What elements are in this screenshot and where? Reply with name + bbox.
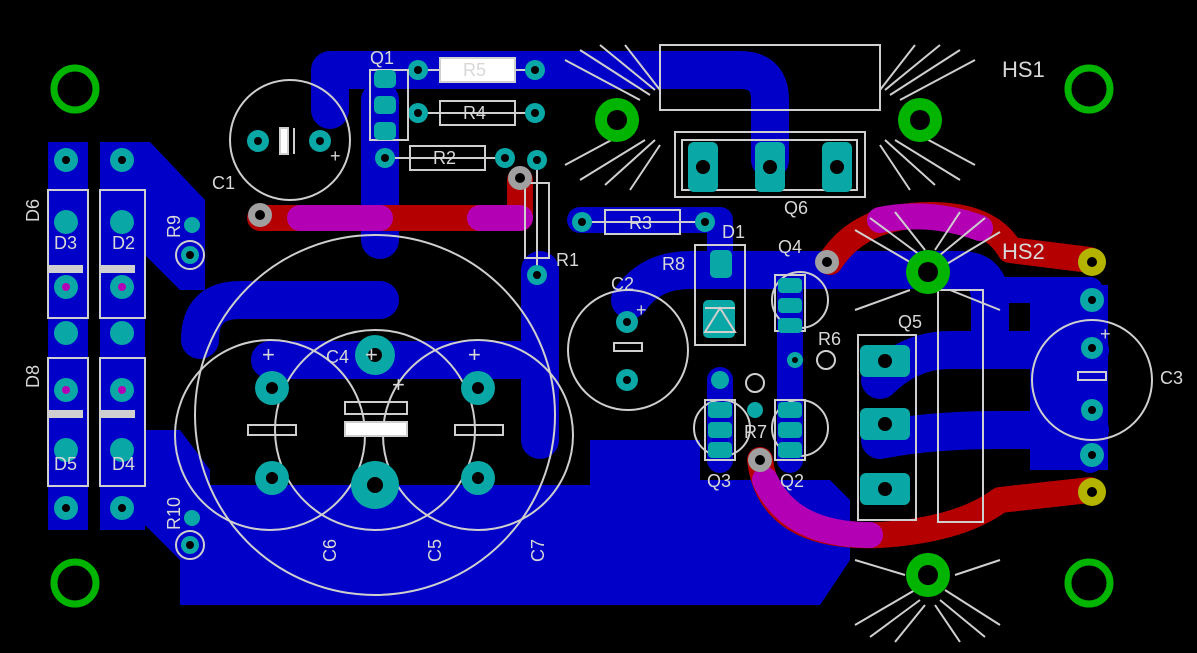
trace-right-mid — [811, 251, 1009, 349]
label-d4: D4 — [112, 454, 135, 474]
top-trace-hs2-overlap — [867, 203, 993, 241]
label-d5: D5 — [54, 454, 77, 474]
heatsink-hs2 — [854, 211, 1001, 643]
label-r10: R10 — [164, 497, 184, 530]
label-c2: C2 — [611, 274, 634, 294]
label-r6: R6 — [818, 329, 841, 349]
top-trace-bottom-overlap — [752, 467, 883, 548]
mounting-hole-tl — [50, 64, 100, 114]
label-r5: R5 — [463, 60, 486, 80]
label-c4: C4 — [326, 347, 349, 367]
trace-c2 — [611, 251, 849, 319]
label-r8: R8 — [662, 254, 685, 274]
diode-wing-bottom — [140, 430, 210, 560]
svg-text:+: + — [365, 342, 378, 367]
label-hs2: HS2 — [1002, 239, 1045, 264]
top-copper-layer — [247, 167, 1103, 549]
d1-diode — [694, 244, 746, 346]
label-q5: Q5 — [898, 312, 922, 332]
label-q1: Q1 — [370, 48, 394, 68]
trace-left-loop — [181, 281, 399, 359]
q6-transistor — [681, 139, 858, 192]
capacitors — [174, 79, 1153, 596]
label-d2: D2 — [112, 233, 135, 253]
mounting-holes — [50, 64, 1114, 608]
label-c6: C6 — [320, 539, 340, 562]
svg-text:+: + — [392, 372, 405, 397]
label-q6: Q6 — [784, 198, 808, 218]
svg-text:+: + — [330, 146, 341, 166]
trace-top-right — [521, 51, 789, 179]
polarity-marks: + + + + + + + — [262, 146, 1111, 397]
label-q2: Q2 — [780, 471, 804, 491]
q1-transistor — [369, 69, 409, 141]
label-d6: D6 — [23, 199, 43, 222]
label-r7: R7 — [744, 422, 767, 442]
silkscreen-labels: Q1 R5 R4 R2 R1 R3 C1 C2 C3 C4 C5 C6 C7 D… — [23, 48, 1183, 562]
label-r4: R4 — [463, 103, 486, 123]
svg-text:+: + — [636, 300, 647, 320]
heatsink-hs1 — [564, 44, 976, 198]
label-r1: R1 — [556, 250, 579, 270]
label-r9: R9 — [164, 215, 184, 238]
diode-column — [47, 148, 146, 520]
label-d3: D3 — [54, 233, 77, 253]
label-d1: D1 — [722, 222, 745, 242]
trace-r3 — [567, 207, 733, 273]
svg-text:+: + — [262, 342, 275, 367]
label-c7: C7 — [528, 539, 548, 562]
mounting-hole-bl — [50, 558, 100, 608]
label-c1: C1 — [212, 173, 235, 193]
mounting-hole-br — [1064, 558, 1114, 608]
label-d8: D8 — [23, 365, 43, 388]
right-block — [1030, 285, 1108, 470]
resistors — [175, 57, 839, 560]
label-c3: C3 — [1160, 368, 1183, 388]
svg-text:+: + — [468, 342, 481, 367]
label-hs1: HS1 — [1002, 57, 1045, 82]
svg-text:+: + — [1100, 324, 1111, 344]
label-c5: C5 — [425, 539, 445, 562]
label-r3: R3 — [629, 213, 652, 233]
label-r2: R2 — [433, 148, 456, 168]
q5-transistor — [857, 334, 917, 521]
mounting-hole-tr — [1064, 64, 1114, 114]
small-transistors — [693, 271, 829, 461]
label-q4: Q4 — [778, 237, 802, 257]
edge-connector — [1078, 248, 1106, 506]
label-q3: Q3 — [707, 471, 731, 491]
